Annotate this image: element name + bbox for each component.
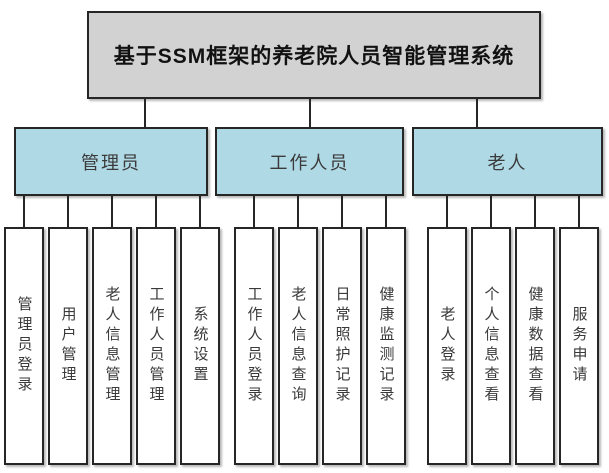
- leaf-label: 健康监测记录: [377, 286, 395, 406]
- branch-box-elder: 老人: [412, 127, 603, 196]
- leaf-label: 健康数据查看: [526, 286, 544, 406]
- leaf-box-daily-care-records: 日常照护记录: [322, 227, 362, 465]
- leaf-box-elder-info-query: 老人信息查询: [278, 227, 318, 465]
- leaf-box-elder-info-management: 老人信息管理: [92, 227, 132, 465]
- connector-line: [534, 196, 536, 227]
- leaf-label: 日常照护记录: [333, 286, 351, 406]
- branch-label-admin: 管理员: [81, 152, 141, 173]
- leaf-label: 系统设置: [191, 306, 209, 386]
- connector-line: [23, 196, 25, 227]
- leaf-box-service-request: 服务申请: [559, 227, 599, 465]
- connector-line: [144, 99, 146, 127]
- branch-label-staff: 工作人员: [269, 152, 350, 173]
- leaf-box-health-monitor-records: 健康监测记录: [366, 227, 406, 465]
- leaf-label: 老人信息管理: [103, 286, 121, 406]
- connector-line: [155, 196, 157, 227]
- leaf-label: 工作人员管理: [147, 286, 165, 406]
- connector-line: [490, 196, 492, 227]
- connector-line: [253, 196, 255, 227]
- connector-line: [446, 196, 448, 227]
- leaf-box-personal-info-view: 个人信息查看: [471, 227, 511, 465]
- connector-line: [309, 99, 311, 127]
- leaf-label: 老人登录: [438, 306, 456, 386]
- connector-line: [476, 99, 478, 127]
- leaf-label: 工作人员登录: [245, 286, 263, 406]
- connector-line: [199, 196, 201, 227]
- connector-line: [67, 196, 69, 227]
- branch-label-elder: 老人: [487, 152, 528, 173]
- leaf-box-system-settings: 系统设置: [180, 227, 220, 465]
- leaf-label: 用户管理: [59, 306, 77, 386]
- leaf-label: 老人信息查询: [289, 286, 307, 406]
- leaf-box-staff-login: 工作人员登录: [234, 227, 274, 465]
- connector-line: [578, 196, 580, 227]
- leaf-box-admin-login: 管理员登录: [4, 227, 44, 465]
- leaf-box-user-management: 用户管理: [48, 227, 88, 465]
- leaf-label: 服务申请: [570, 306, 588, 386]
- connector-line: [297, 196, 299, 227]
- branch-box-staff: 工作人员: [215, 127, 404, 196]
- leaf-label: 管理员登录: [15, 296, 33, 396]
- branch-box-admin: 管理员: [14, 127, 208, 196]
- connector-line: [341, 196, 343, 227]
- leaf-box-staff-management: 工作人员管理: [136, 227, 176, 465]
- leaf-box-elder-login: 老人登录: [427, 227, 467, 465]
- root-system-box: 基于SSM框架的养老院人员智能管理系统: [87, 11, 541, 99]
- system-title: 基于SSM框架的养老院人员智能管理系统: [113, 45, 515, 68]
- leaf-box-health-data-view: 健康数据查看: [515, 227, 555, 465]
- connector-line: [111, 196, 113, 227]
- connector-line: [385, 196, 387, 227]
- leaf-label: 个人信息查看: [482, 286, 500, 406]
